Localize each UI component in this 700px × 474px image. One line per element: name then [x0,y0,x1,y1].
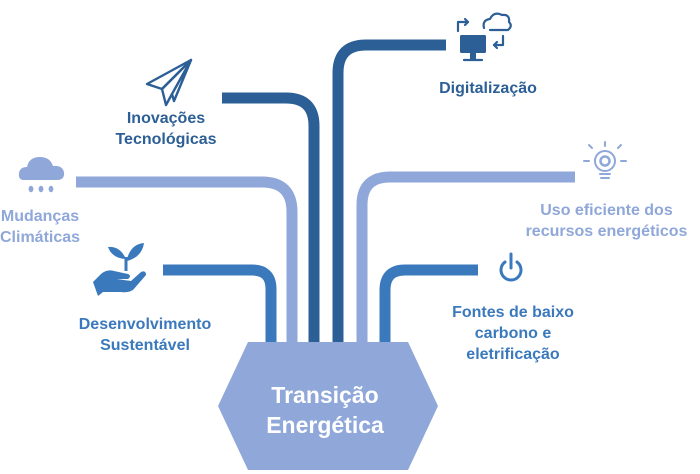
label-inovacoes: Inovações Tecnológicas [115,110,217,148]
center-hexagon [218,342,438,470]
center-title: Transição Energética [266,382,384,438]
lightbulb-gear-icon [583,141,627,179]
paper-plane-icon [145,58,193,107]
connector-mudancas [76,176,298,360]
computer-cloud-sync-icon [456,12,512,62]
label-digitalizacao: Digitalização [439,80,537,97]
connector-uso [356,171,575,360]
connector-desenvolvimento [163,264,277,360]
connector-inovacoes [222,92,320,360]
hand-plant-icon [93,243,146,296]
power-icon [499,252,523,282]
label-uso: Uso eficiente dos recursos energéticos [525,202,688,240]
label-mudancas: Mudanças Climáticas [0,208,81,246]
connector-digitalizacao [332,39,446,360]
rain-cloud-icon [18,157,65,193]
label-fontes: Fontes de baixo carbono e eletrificação [452,304,574,363]
label-desenvolvimento: Desenvolvimento Sustentável [78,316,212,354]
connector-fontes [379,264,478,360]
